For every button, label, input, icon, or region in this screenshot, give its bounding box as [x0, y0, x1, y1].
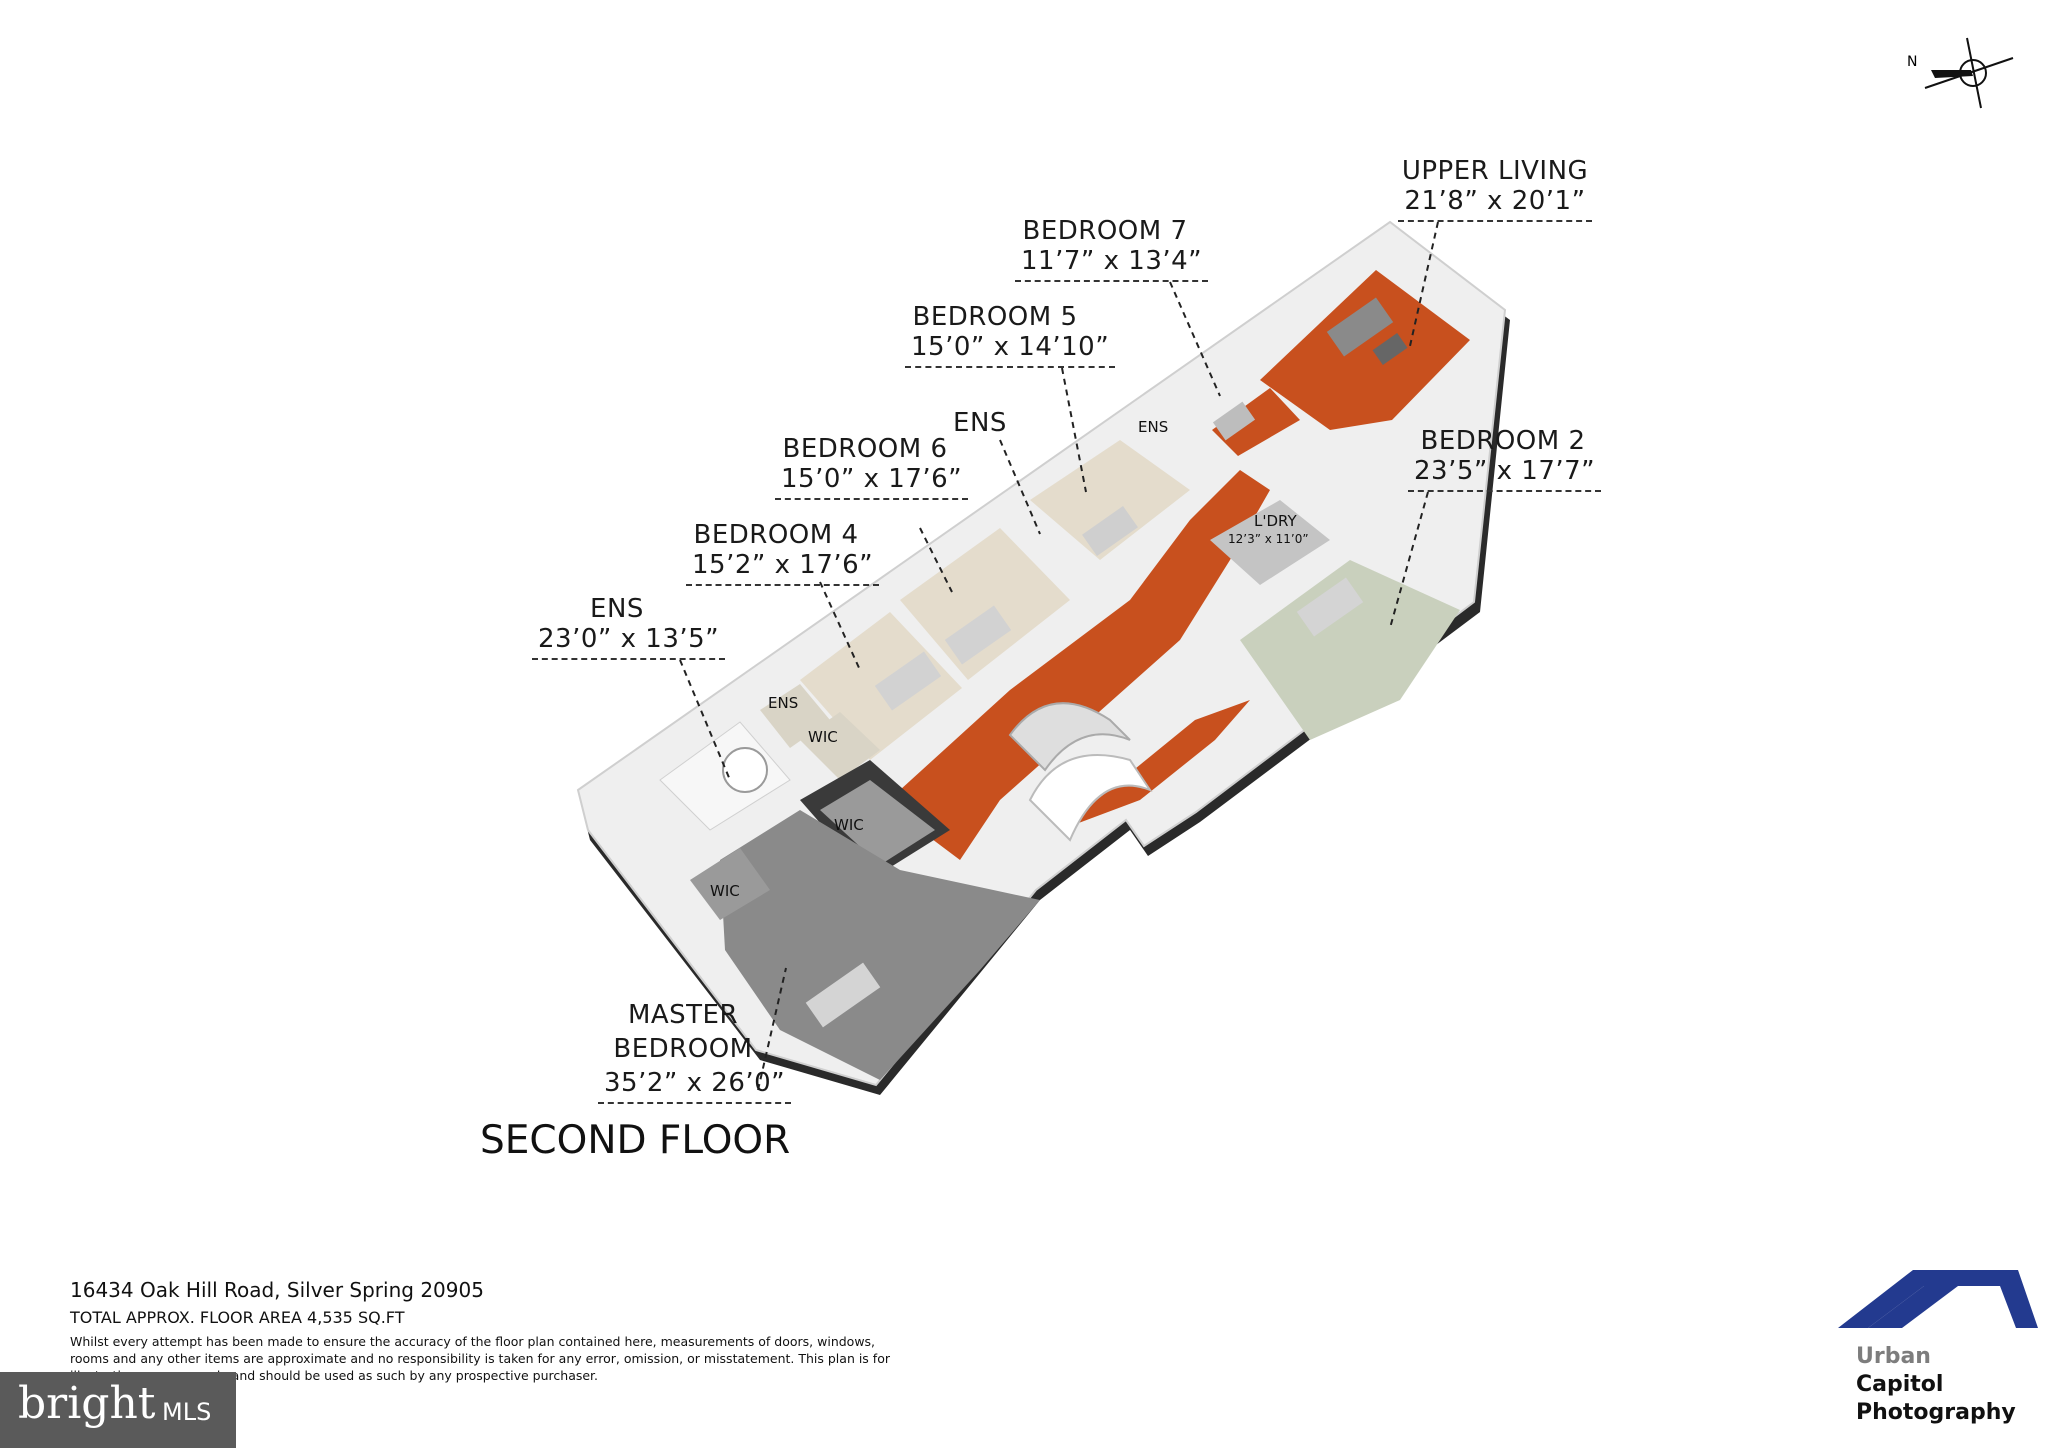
bedroom5-floor: [1030, 440, 1190, 560]
mls-wordmark: MLS: [162, 1398, 212, 1426]
bedroom4-name: BEDROOM 4: [693, 520, 859, 550]
bedroom5-name: BEDROOM 5: [912, 302, 1078, 332]
ens-master-name: ENS: [590, 594, 644, 624]
main-hall-floor: [1060, 700, 1250, 830]
master-floor: [720, 810, 1040, 1080]
compass-icon: N: [1907, 37, 2014, 109]
room-label-master: MASTER BEDROOM 35’2” x 26’0”: [598, 1000, 792, 1104]
brand-line1: Urban: [1856, 1344, 1931, 1369]
bedroom4-dim: 15’2” x 17’6”: [686, 550, 880, 586]
total-area: TOTAL APPROX. FLOOR AREA 4,535 SQ.FT: [70, 1308, 405, 1327]
bedroom6-floor: [900, 528, 1070, 680]
bedroom6-bed: [944, 605, 1012, 665]
label-ens-upper: ENS: [1138, 418, 1169, 436]
room-label-bedroom2: BEDROOM 2 23’5” x 17’7”: [1408, 426, 1602, 492]
label-wic-2: WIC: [834, 816, 864, 834]
bedroom2-dim: 23’5” x 17’7”: [1408, 456, 1602, 492]
label-laundry-dim: 12’3” x 11’0”: [1228, 532, 1309, 546]
compass-north-label: N: [1907, 54, 1917, 70]
master-dim: 35’2” x 26’0”: [598, 1068, 792, 1104]
footer: 16434 Oak Hill Road, Silver Spring 20905…: [70, 1278, 890, 1384]
bedroom6-name: BEDROOM 6: [782, 434, 948, 464]
wic-upper-floor: [800, 712, 880, 780]
brand-line2: Capitol: [1856, 1372, 1944, 1397]
coffee-table: [1372, 333, 1408, 365]
label-wic-3: WIC: [710, 882, 740, 900]
bedroom6-dim: 15’0” x 17’6”: [775, 464, 969, 500]
ens-master-dim: 23’0” x 13’5”: [532, 624, 726, 660]
bedroom7-name: BEDROOM 7: [1022, 216, 1188, 246]
ens-mid-name: ENS: [953, 408, 1007, 438]
wic-center-inner: [820, 780, 935, 865]
bathtub: [722, 747, 768, 793]
hallway-floor: [900, 470, 1270, 860]
master-bed: [805, 962, 881, 1028]
staircase: [1008, 702, 1131, 772]
label-ens-small: ENS: [768, 694, 799, 712]
room-label-upper-living: UPPER LIVING 21’8” x 20’1”: [1395, 156, 1595, 222]
floor-title: SECOND FLOOR: [480, 1118, 791, 1163]
bedroom7-floor: [1212, 388, 1300, 456]
bedroom7-bed: [1212, 401, 1256, 441]
label-laundry: L'DRY: [1254, 512, 1297, 530]
room-label-bedroom6: BEDROOM 6 15’0” x 17’6”: [775, 434, 969, 500]
bedroom4-bed: [874, 651, 942, 711]
upper-living-name: UPPER LIVING: [1401, 156, 1589, 186]
bedroom2-name: BEDROOM 2: [1420, 426, 1586, 456]
master-name-line2: BEDROOM: [613, 1034, 753, 1064]
room-label-ens-mid: ENS: [945, 408, 1015, 438]
sofa: [1326, 297, 1394, 357]
bedroom2-floor: [1240, 560, 1460, 740]
room-label-bedroom5: BEDROOM 5 15’0” x 14’10”: [905, 302, 1116, 368]
bedroom7-dim: 11’7” x 13’4”: [1015, 246, 1209, 282]
wic-lower-floor: [690, 848, 770, 920]
bright-mls-logo: bright MLS: [0, 1372, 236, 1448]
room-label-ens-master: ENS 23’0” x 13’5”: [532, 594, 726, 660]
bright-wordmark: bright: [18, 1378, 156, 1429]
label-wic-1: WIC: [808, 728, 838, 746]
master-name-line1: MASTER: [627, 1000, 739, 1030]
room-label-bedroom4: BEDROOM 4 15’2” x 17’6”: [686, 520, 880, 586]
stair-void: [1028, 754, 1153, 842]
laundry-floor: [1210, 500, 1330, 585]
bedroom2-bed: [1296, 577, 1364, 637]
address: 16434 Oak Hill Road, Silver Spring 20905: [70, 1278, 484, 1302]
upper-living-dim: 21’8” x 20’1”: [1398, 186, 1592, 222]
brand-logo: Urban Capitol Photography: [1838, 1268, 2038, 1428]
roof-icon: [1838, 1270, 2038, 1328]
room-label-bedroom7: BEDROOM 7 11’7” x 13’4”: [1015, 216, 1209, 282]
bedroom5-bed: [1082, 506, 1138, 556]
brand-line3: Photography: [1856, 1400, 2016, 1425]
bedroom5-dim: 15’0” x 14’10”: [905, 332, 1116, 368]
